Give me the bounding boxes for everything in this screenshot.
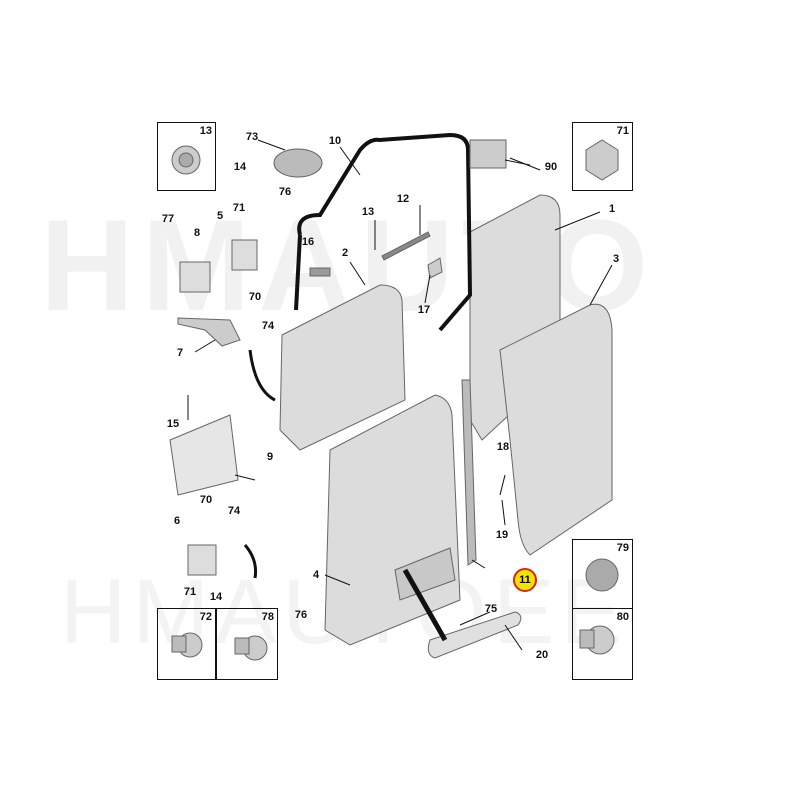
part-label[interactable]: 71 bbox=[183, 586, 197, 598]
part-label[interactable]: 1 bbox=[608, 203, 616, 215]
part-label[interactable]: 7 bbox=[176, 347, 184, 359]
part-box-78[interactable]: 78 bbox=[216, 608, 278, 680]
part-label[interactable]: 18 bbox=[496, 441, 510, 453]
part-label[interactable]: 4 bbox=[312, 569, 320, 581]
highlighted-part-11[interactable]: 11 bbox=[513, 568, 537, 592]
part-box-71[interactable]: 71 bbox=[572, 122, 633, 191]
part-label[interactable]: 75 bbox=[484, 603, 498, 615]
part-number: 13 bbox=[199, 125, 212, 137]
part-label[interactable]: 13 bbox=[361, 206, 375, 218]
strip-11 bbox=[461, 379, 477, 566]
part-label[interactable]: 73 bbox=[245, 131, 259, 143]
part-label[interactable]: 3 bbox=[612, 253, 620, 265]
part-label[interactable]: 15 bbox=[166, 418, 180, 430]
door-panel-3 bbox=[499, 303, 613, 556]
part-label[interactable]: 76 bbox=[294, 609, 308, 621]
part-label[interactable]: 6 bbox=[173, 515, 181, 527]
part-label[interactable]: 70 bbox=[248, 291, 262, 303]
part-label[interactable]: 8 bbox=[193, 227, 201, 239]
part-number: 80 bbox=[616, 611, 629, 623]
part-label[interactable]: 76 bbox=[278, 186, 292, 198]
part-box-79[interactable]: 79 bbox=[572, 539, 633, 609]
part-label[interactable]: 16 bbox=[301, 236, 315, 248]
part-number: 72 bbox=[199, 611, 212, 623]
part-label[interactable]: 5 bbox=[216, 210, 224, 222]
part-label[interactable]: 90 bbox=[544, 161, 558, 173]
part-number: 78 bbox=[261, 611, 274, 623]
part-box-80[interactable]: 80 bbox=[572, 608, 633, 680]
part-label[interactable]: 17 bbox=[417, 304, 431, 316]
part-label[interactable]: 20 bbox=[535, 649, 549, 661]
part-label[interactable]: 74 bbox=[227, 505, 241, 517]
part-box-13[interactable]: 13 bbox=[157, 122, 216, 191]
part-label[interactable]: 77 bbox=[161, 213, 175, 225]
part-label[interactable]: 10 bbox=[328, 135, 342, 147]
part-label[interactable]: 2 bbox=[341, 247, 349, 259]
part-label[interactable]: 70 bbox=[199, 494, 213, 506]
part-label[interactable]: 74 bbox=[261, 320, 275, 332]
strip-20 bbox=[427, 611, 522, 659]
part-label[interactable]: 71 bbox=[232, 202, 246, 214]
part-box-72[interactable]: 72 bbox=[157, 608, 216, 680]
part-number: 71 bbox=[616, 125, 629, 137]
door-panel-2 bbox=[279, 284, 406, 451]
part-label[interactable]: 9 bbox=[266, 451, 274, 463]
door-panel-4 bbox=[324, 394, 461, 646]
part-label[interactable]: 14 bbox=[233, 161, 247, 173]
part-label[interactable]: 14 bbox=[209, 591, 223, 603]
part-label[interactable]: 19 bbox=[495, 529, 509, 541]
part-number: 79 bbox=[616, 542, 629, 554]
part-label[interactable]: 12 bbox=[396, 193, 410, 205]
